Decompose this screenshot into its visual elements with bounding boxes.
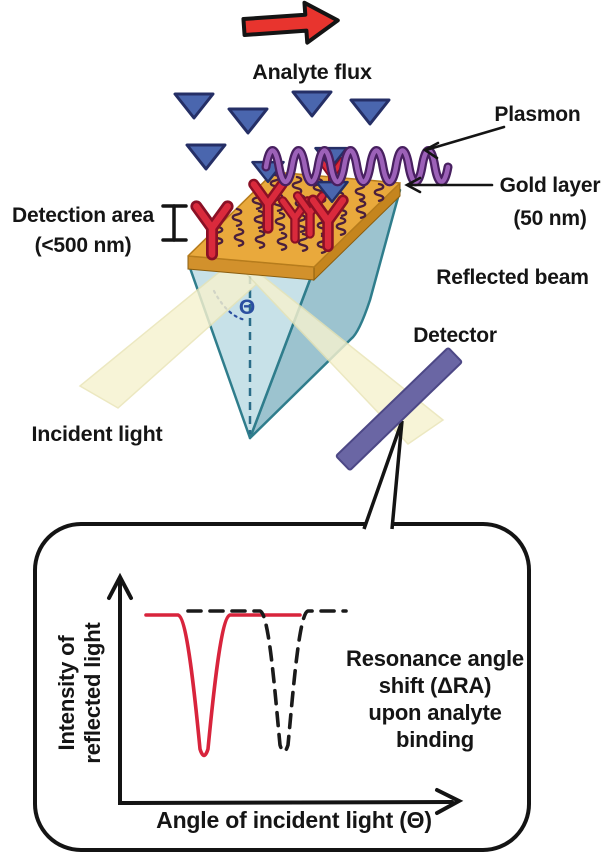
plasmon-label: Plasmon — [494, 103, 581, 126]
reflected-beam-label: Reflected beam — [436, 266, 589, 289]
resonance-shift-annotation: Resonance angle shift (ΔRA) upon analyte… — [346, 646, 524, 753]
squiggle-linker — [355, 199, 367, 220]
squiggle-linker — [231, 207, 243, 228]
antibody — [307, 194, 349, 253]
analyte-flux-arrow — [241, 0, 340, 45]
resonance-curves — [144, 609, 348, 758]
x-axis-arrowhead — [435, 788, 464, 815]
detection-area-bracket — [161, 204, 188, 242]
squiggle-linker — [335, 216, 347, 237]
resonance-graph-box — [33, 522, 531, 852]
free-analyte-triangle — [291, 90, 333, 118]
graph-y-axis-label: Intensity of reflected light — [54, 622, 105, 764]
squiggle-linker — [276, 231, 288, 252]
free-analyte-triangle — [185, 143, 227, 171]
free-analyte-triangle — [173, 92, 215, 120]
detector-bar — [335, 347, 463, 471]
theta-symbol: Θ — [238, 296, 256, 320]
analyte-flux-label: Analyte flux — [252, 60, 372, 84]
plasmon-pointer-arrow — [422, 125, 506, 160]
y-axis-arrowhead — [107, 572, 133, 600]
graph-axes — [107, 572, 464, 815]
graph-x-axis-label: Angle of incident light (Θ) — [156, 807, 432, 833]
prism-side-face — [248, 188, 402, 440]
resonance-curve-solid — [144, 613, 302, 758]
squiggle-linker — [254, 229, 266, 250]
squiggle-linker — [233, 227, 245, 248]
gold-layer-pointer-arrow — [404, 176, 494, 194]
free-analyte-triangle — [227, 107, 269, 135]
antibody — [190, 200, 234, 261]
detection-area-label: Detection area (<500 nm) — [12, 204, 154, 257]
free-analyte-triangle — [349, 98, 391, 126]
detector-label: Detector — [413, 324, 497, 347]
incident-light-label: Incident light — [31, 422, 163, 446]
squiggle-linker — [291, 175, 303, 196]
theta-angle-arc — [212, 289, 248, 322]
gold-layer-label: Gold layer (50 nm) — [499, 174, 601, 231]
squiggle-linker — [274, 211, 286, 232]
free-analytes — [173, 90, 391, 171]
squiggle-linker — [373, 182, 385, 203]
axis-lines — [118, 580, 454, 806]
antibody — [248, 178, 288, 234]
light-beams — [78, 259, 445, 445]
